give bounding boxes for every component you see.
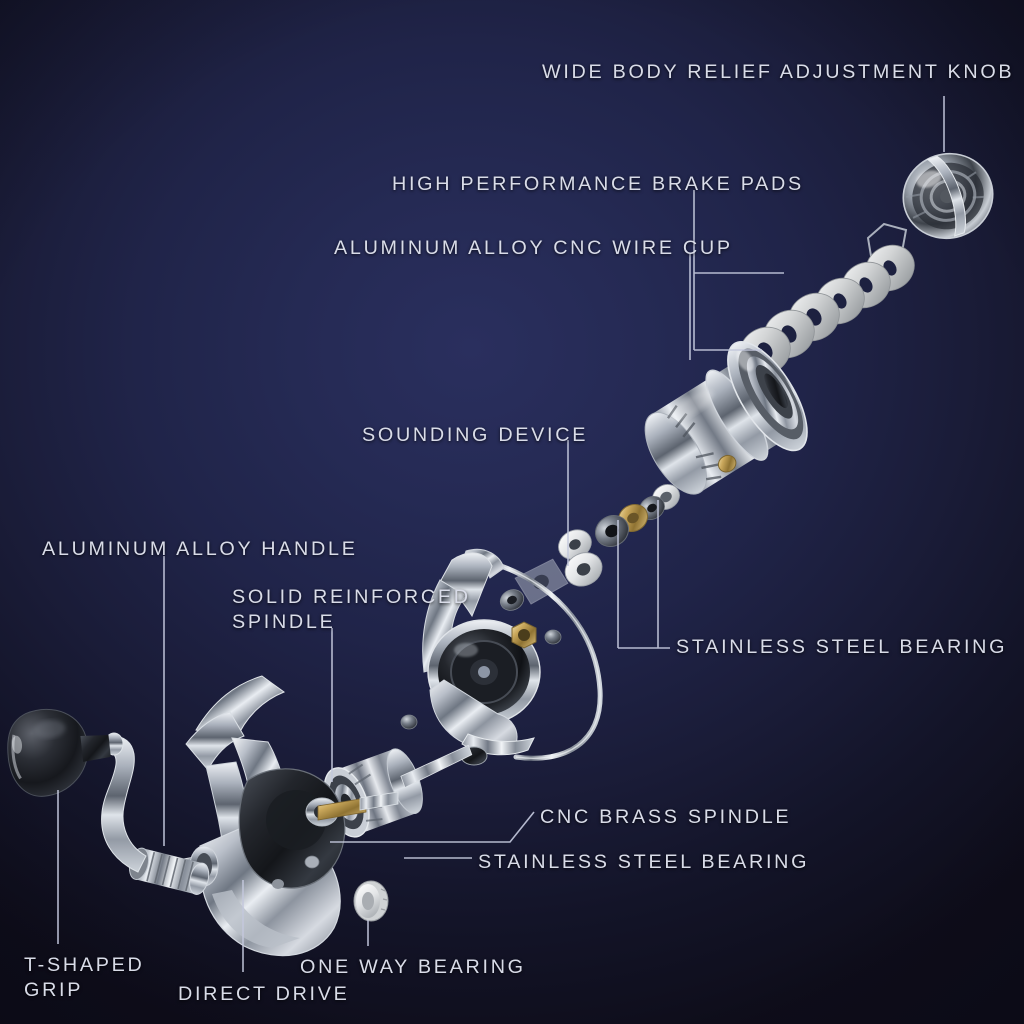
label-stainless-steel-bearing-upper: Stainless steel bearing (676, 637, 1008, 658)
label-direct-drive: Direct drive (178, 984, 350, 1005)
label-solid-reinforced-spindle: Solid reinforced spindle (232, 587, 471, 634)
part-rotor (400, 548, 603, 766)
part-grip (7, 709, 111, 797)
label-sounding-device: Sounding device (362, 425, 589, 446)
part-bearing-chain (499, 484, 680, 611)
label-high-performance-brake-pads: High performance brake pads (392, 174, 804, 195)
label-cnc-brass-spindle: CNC Brass Spindle (540, 807, 792, 828)
part-drag-knob (902, 152, 994, 240)
label-aluminum-alloy-handle: Aluminum alloy handle (42, 539, 358, 560)
part-brake-pad-stack (739, 244, 915, 376)
label-aluminum-alloy-cnc-wire-cup: Aluminum alloy CNC wire cup (334, 238, 733, 259)
leader-brake-pads (693, 190, 784, 351)
label-stainless-steel-bearing-lower: Stainless steel bearing (478, 852, 810, 873)
leader-bearing-upper (617, 500, 670, 649)
part-sounding-device (558, 529, 603, 587)
part-one-way-bearing (353, 880, 389, 922)
label-t-shaped-grip: T-shaped grip (24, 955, 145, 1002)
leader-cnc-brass-spindle (330, 811, 535, 843)
label-wide-body-relief-adjustment-knob: Wide body relief adjustment knob (542, 62, 1015, 83)
part-spool (644, 340, 808, 495)
label-one-way-bearing: One way bearing (300, 957, 526, 978)
